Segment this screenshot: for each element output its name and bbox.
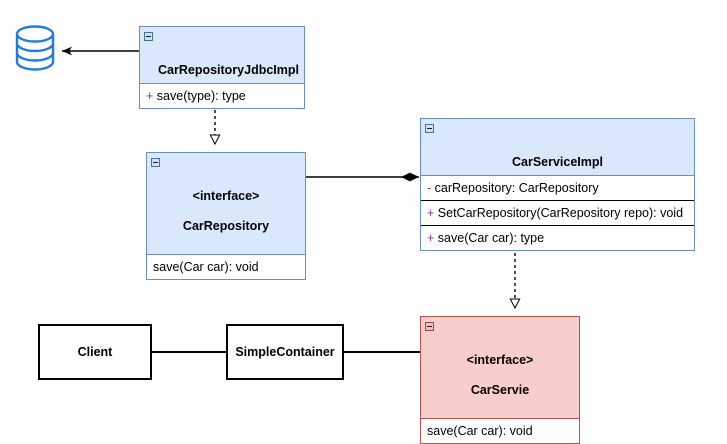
interface-title: CarServie (470, 383, 530, 397)
class-member-row: + SetCarRepository(CarRepository repo): … (421, 200, 694, 225)
interface-title: CarRepository (182, 219, 270, 233)
visibility-marker: + (427, 231, 435, 245)
class-title: CarServiceImpl (511, 155, 604, 169)
stereotype-label: <interface> (466, 353, 534, 367)
node-label: SimpleContainer (235, 345, 335, 359)
class-car-repository-jdbc-impl[interactable]: CarRepositoryJdbcImpl + save(type): type (139, 26, 305, 109)
visibility-marker: + (146, 89, 154, 103)
interface-car-servie[interactable]: <interface> CarServie save(Car car): voi… (420, 316, 580, 444)
class-member-row: + save(type): type (140, 84, 304, 108)
minus-box-icon[interactable] (425, 124, 434, 133)
member-signature: save(Car car): void (153, 260, 259, 274)
node-client[interactable]: Client (38, 324, 152, 380)
class-member-row: - carRepository: CarRepository (421, 176, 694, 200)
member-signature: save(Car car): void (427, 424, 533, 438)
minus-box-icon[interactable] (425, 322, 434, 331)
minus-box-icon[interactable] (151, 158, 160, 167)
interface-member-row: save(Car car): void (147, 255, 305, 279)
interface-car-repository[interactable]: <interface> CarRepository save(Car car):… (146, 152, 306, 280)
class-member-row: + save(Car car): type (421, 225, 694, 250)
class-header: CarServiceImpl (421, 119, 694, 176)
interface-member-row: save(Car car): void (421, 419, 579, 443)
database-cylinder[interactable] (12, 22, 60, 74)
member-signature: carRepository: CarRepository (434, 181, 599, 195)
interface-header: <interface> CarServie (421, 317, 579, 419)
member-signature: SetCarRepository(CarRepository repo): vo… (437, 206, 684, 220)
member-signature: save(Car car): type (437, 231, 545, 245)
stereotype-label: <interface> (192, 189, 260, 203)
visibility-marker: + (427, 206, 435, 220)
class-car-service-impl[interactable]: CarServiceImpl - carRepository: CarRepos… (420, 118, 695, 251)
interface-header: <interface> CarRepository (147, 153, 305, 255)
node-label: Client (77, 345, 113, 359)
class-header: CarRepositoryJdbcImpl (140, 27, 304, 84)
minus-box-icon[interactable] (144, 32, 153, 41)
node-simple-container[interactable]: SimpleContainer (226, 324, 344, 380)
visibility-marker: - (427, 181, 432, 195)
class-title: CarRepositoryJdbcImpl (158, 63, 300, 77)
member-signature: save(type): type (156, 89, 246, 103)
